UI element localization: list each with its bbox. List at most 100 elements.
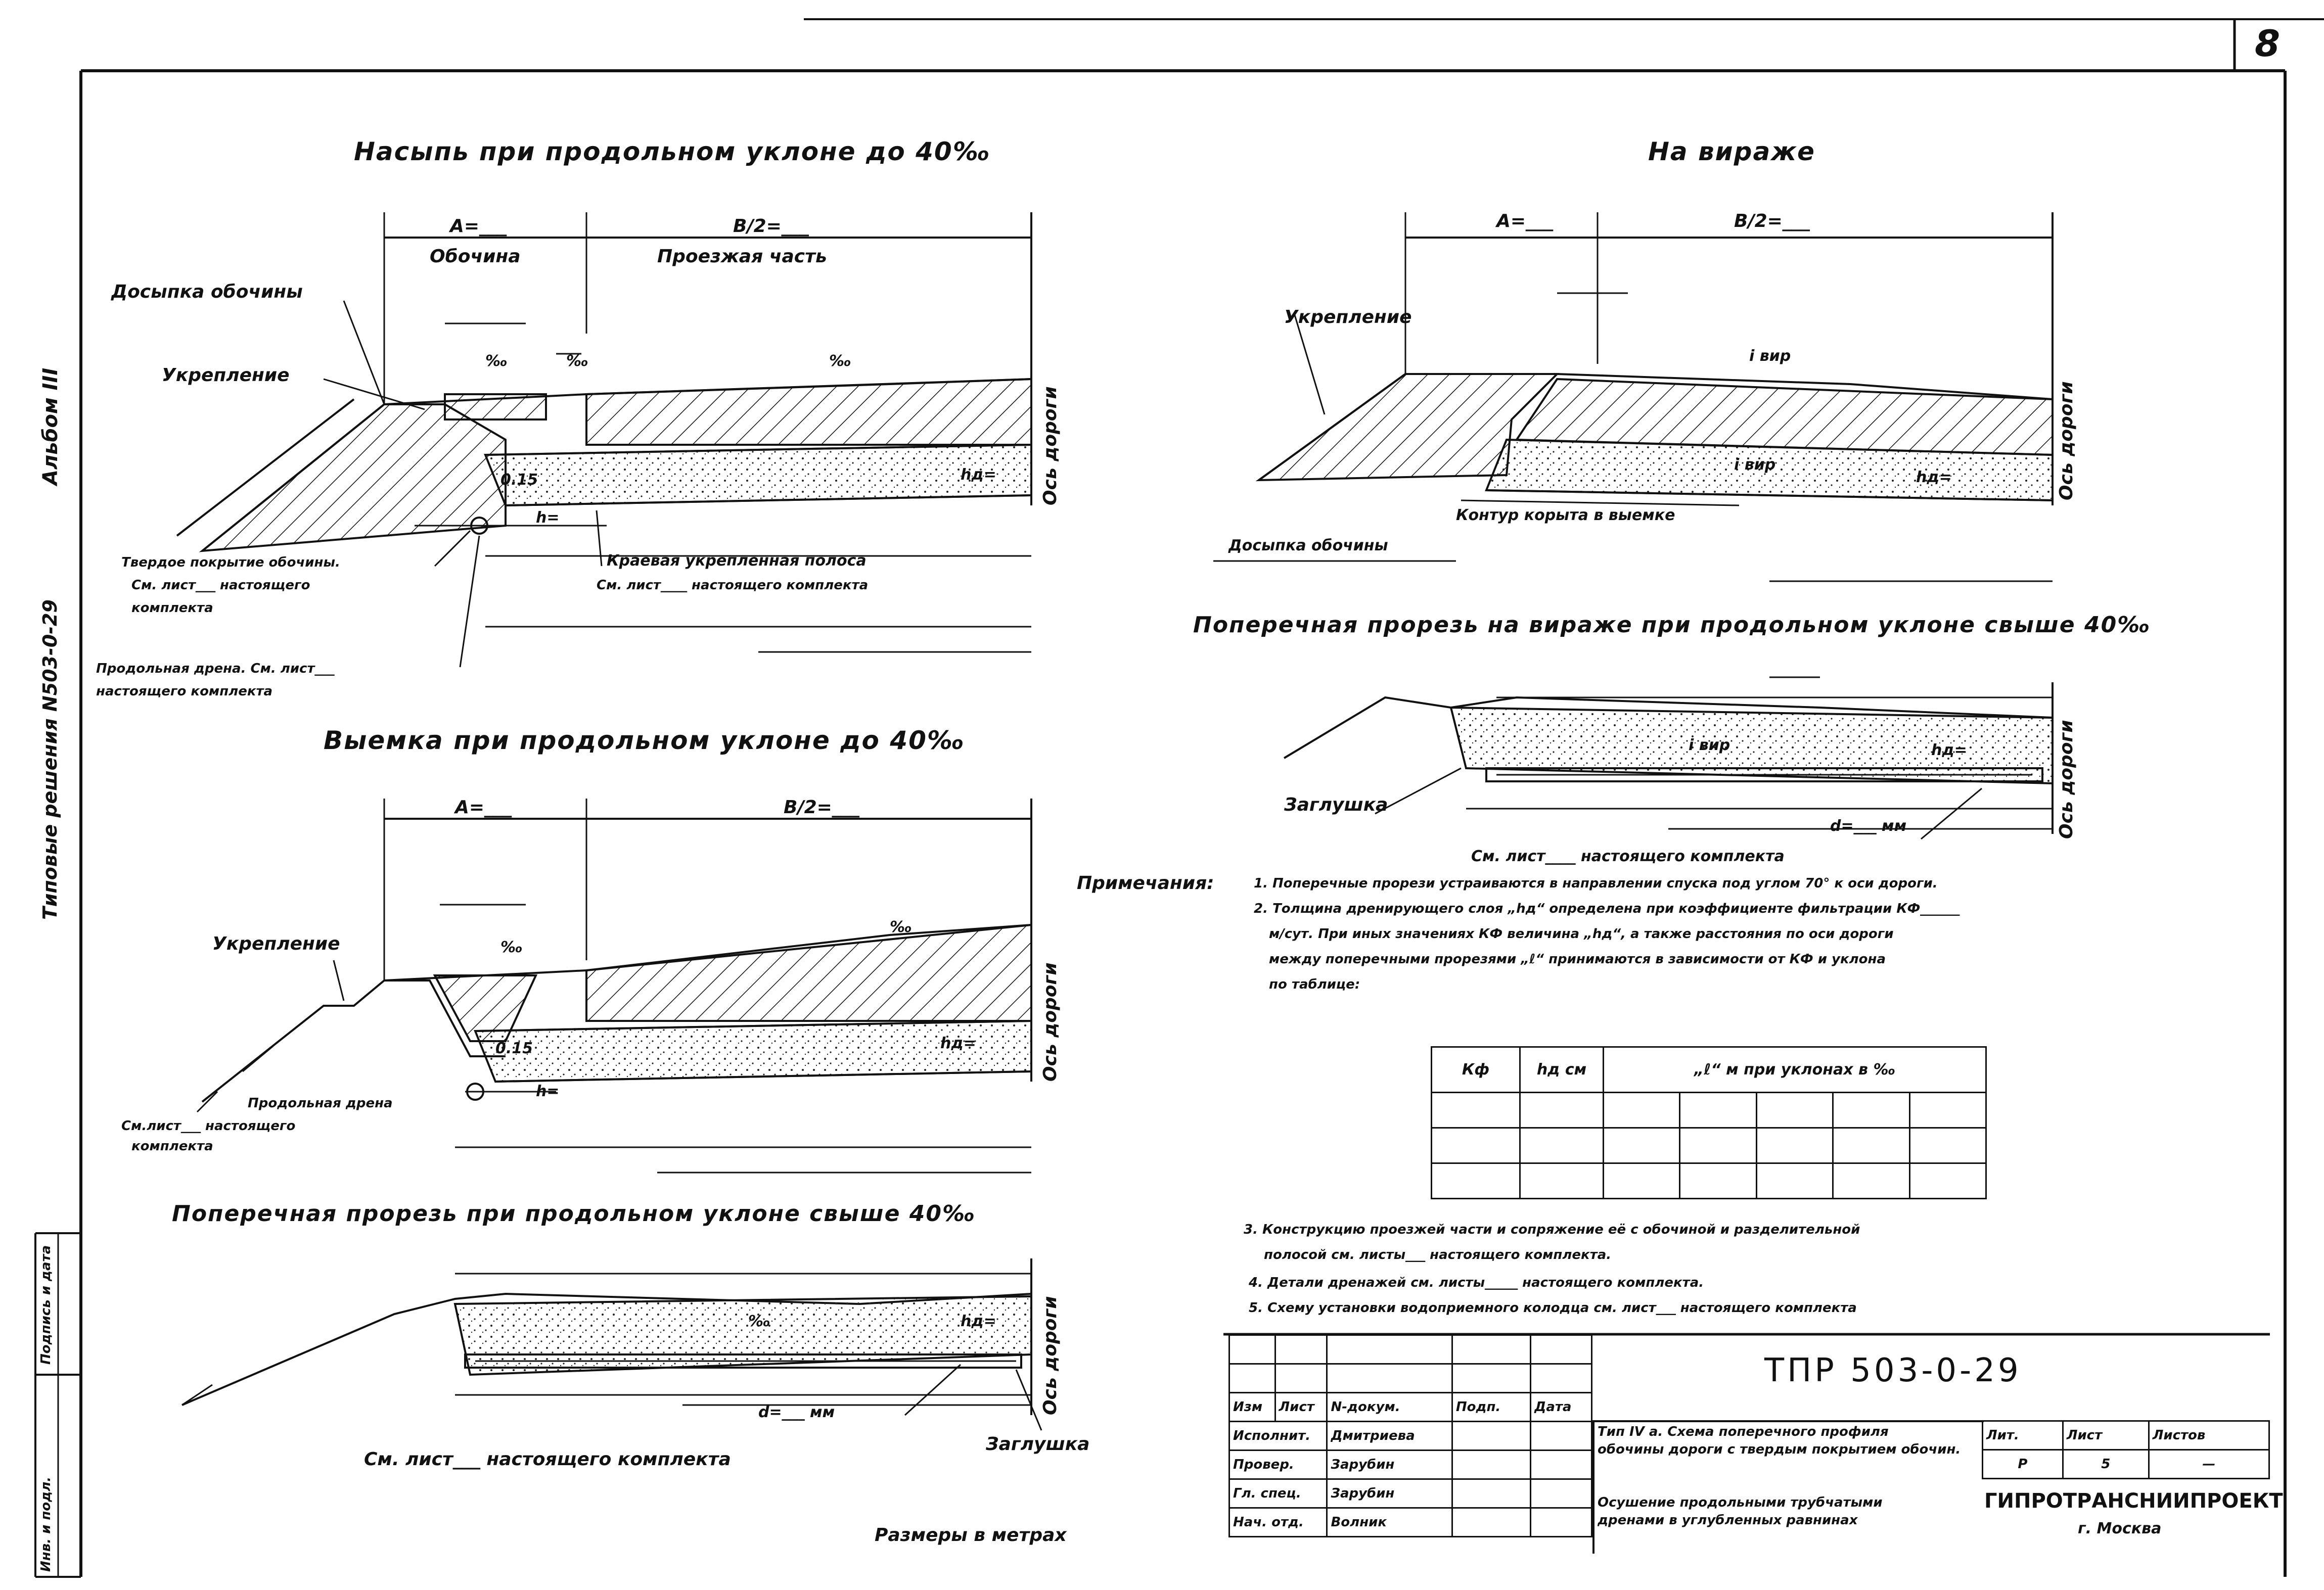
cross-cut-note: См. лист___ настоящего комплекта [364, 1449, 731, 1470]
cut-note: См.лист___ настоящего [121, 1118, 296, 1134]
fill-section-drawing [176, 212, 1032, 668]
signature-date-label: Подпись и дата [38, 1245, 54, 1365]
curve-axis-label: Ось дороги [2056, 381, 2077, 500]
cut-depth: 0.15 [495, 1040, 533, 1057]
cut-h: h= [536, 1083, 560, 1100]
stamp-h-date: Дата [1530, 1392, 1592, 1422]
inv-label: Инв. и подл. [38, 1476, 54, 1572]
kf-col2: hд см [1519, 1046, 1604, 1093]
fill-note3b: настоящего комплекта [96, 684, 273, 699]
stamp-r3-name: Зарубин [1326, 1478, 1453, 1509]
cut-drain-label: Продольная дрена [248, 1096, 393, 1111]
typical-solutions-label: Типовые решения N503-0-29 [39, 599, 61, 920]
cut-hd: hд= [940, 1035, 976, 1052]
cut-title: Выемка при продольном уклоне до 40‰ [324, 726, 965, 755]
cross-cut-drawing [181, 1258, 1042, 1431]
cross-cut-title: Поперечная прорезь при продольном уклоне… [172, 1201, 976, 1227]
curve-cross-d: d=___ мм [1830, 817, 1907, 835]
curve-cross-title: Поперечная прорезь на вираже при продоль… [1193, 612, 2151, 638]
cut-reinforcement-label: Укрепление [212, 933, 340, 954]
stamp-h-list: Лист [1274, 1392, 1328, 1422]
stamp-r4-name: Волник [1326, 1507, 1453, 1537]
stamp-lists: — [2148, 1449, 2270, 1479]
cross-cut-axis-label: Ось дороги [1040, 1296, 1061, 1415]
album-label: Альбом III [39, 367, 62, 485]
fill-slope-2: ‰ [566, 352, 588, 370]
stamp-r4-role: Нач. отд. [1228, 1507, 1328, 1537]
stamp-h-izm: Изм [1228, 1392, 1276, 1422]
curve-cross-plug-label: Заглушка [1284, 794, 1388, 815]
stamp-lit: Р [1982, 1449, 2064, 1479]
kf-col1: Кф [1431, 1046, 1521, 1093]
cut-section-drawing [196, 799, 1032, 1174]
stamp-list: 5 [2062, 1449, 2150, 1479]
fill-depth: 0.15 [500, 471, 538, 489]
stamp-signatures: Изм Лист N-докум. Подп. Дата Исполнит. Д… [1228, 1334, 1592, 1537]
stamp-city: г. Москва [2078, 1520, 2162, 1537]
note-5: 5. Схему установки водоприемного колодца… [1249, 1300, 1857, 1316]
fill-note1c: комплекта [131, 600, 213, 616]
curve-dim-a: А=___ [1496, 211, 1554, 231]
stamp-r3-role: Гл. спец. [1228, 1478, 1328, 1509]
curve-cross-hd: hд= [1931, 741, 1967, 759]
cross-cut-hd: hд= [961, 1313, 996, 1330]
stamp-desc-3: Осушение продольными трубчатыми [1598, 1495, 1883, 1510]
curve-cross-axis-label: Ось дороги [2056, 720, 2077, 839]
fill-axis-label: Ось дороги [1040, 386, 1061, 505]
stamp-r2-role: Провер. [1228, 1449, 1328, 1480]
curve-shoulder-fill-label: Досыпка обочины [1228, 537, 1388, 554]
curve-cross-drawing [1283, 676, 2054, 840]
cross-cut-slope: ‰ [748, 1313, 770, 1330]
curve-cross-note: См. лист____ настоящего комплекта [1471, 848, 1785, 865]
cut-dim-a: А=___ [455, 797, 512, 818]
note-2d: по таблице: [1269, 977, 1360, 992]
sheet-number: 8 [2255, 22, 2281, 65]
curve-hd: hд= [1916, 469, 1952, 486]
fill-shoulder-fill-label: Досыпка обочины [111, 282, 303, 302]
curve-dim-b: В/2=___ [1734, 211, 1810, 231]
stamp-desc-box [1592, 1420, 1984, 1554]
note-2b: м/сут. При иных значениях КФ величина „h… [1269, 926, 1894, 942]
stamp-r1-role: Исполнит. [1228, 1421, 1328, 1451]
fill-note2: Краевая укрепленная полоса [607, 552, 867, 570]
fill-slope-1: ‰ [485, 352, 508, 370]
cut-note-b: комплекта [131, 1139, 213, 1154]
stamp-org: ГИПРОТРАНСНИИПРОЕКТ [1984, 1489, 2283, 1513]
kf-table: Кф hд см „ℓ“ м при уклонах в ‰ [1431, 1046, 1987, 1199]
cut-slope-1: ‰ [500, 939, 523, 956]
kf-col3: „ℓ“ м при уклонах в ‰ [1603, 1046, 1987, 1093]
stamp-lit-table: Лит. Лист Листов Р 5 — [1982, 1420, 2270, 1479]
fill-note3: Продольная дрена. См. лист___ [96, 661, 335, 676]
scale-note: Размеры в метрах [875, 1525, 1067, 1546]
curve-section-drawing [1213, 212, 2054, 582]
cut-axis-label: Ось дороги [1040, 962, 1061, 1082]
sheet-frame [34, 18, 2324, 1578]
fill-slope-3: ‰ [829, 352, 851, 370]
fill-hd: hд= [961, 466, 996, 484]
fill-h: h= [536, 509, 560, 527]
note-3b: полосой см. листы___ настоящего комплект… [1264, 1247, 1612, 1262]
note-2c: между поперечными прорезями „ℓ“ принимаю… [1269, 952, 1886, 967]
fill-reinforcement-label: Укрепление [162, 365, 290, 386]
stamp-h-sign: Подп. [1451, 1392, 1532, 1422]
note-3a: 3. Конструкцию проезжей части и сопряжен… [1244, 1222, 1860, 1237]
note-4: 4. Детали дренажей см. листы_____ настоя… [1249, 1275, 1704, 1290]
fill-note1: Твердое покрытие обочины. [121, 555, 340, 570]
stamp-desc-1: Тип IV а. Схема поперечного профиля [1598, 1424, 1889, 1439]
stamp-desc-2: обочины дороги с твердым покрытием обочи… [1598, 1442, 1961, 1457]
cut-slope-2: ‰ [890, 918, 912, 936]
stamp-h-doc: N-докум. [1326, 1392, 1453, 1422]
note-2a: 2. Толщина дренирующего слоя „hд“ опреде… [1254, 901, 1960, 916]
curve-title: На вираже [1648, 137, 1815, 166]
curve-reinforcement-label: Укрепление [1284, 307, 1412, 328]
fill-note1b: См. лист___ настоящего [131, 578, 310, 593]
curve-i-vir-1: i вир [1749, 347, 1791, 365]
fill-title: Насыпь при продольном уклоне до 40‰ [354, 137, 991, 166]
cut-dim-b: В/2=___ [784, 797, 859, 818]
stamp-lit-h: Лит. [1982, 1420, 2064, 1451]
fill-shoulder-label: Обочина [430, 246, 521, 267]
stamp-list-h: Лист [2062, 1420, 2150, 1451]
note-1: 1. Поперечные прорези устраиваются в нап… [1254, 876, 1938, 891]
stamp-code: ТПР 503-0-29 [1764, 1352, 2022, 1389]
